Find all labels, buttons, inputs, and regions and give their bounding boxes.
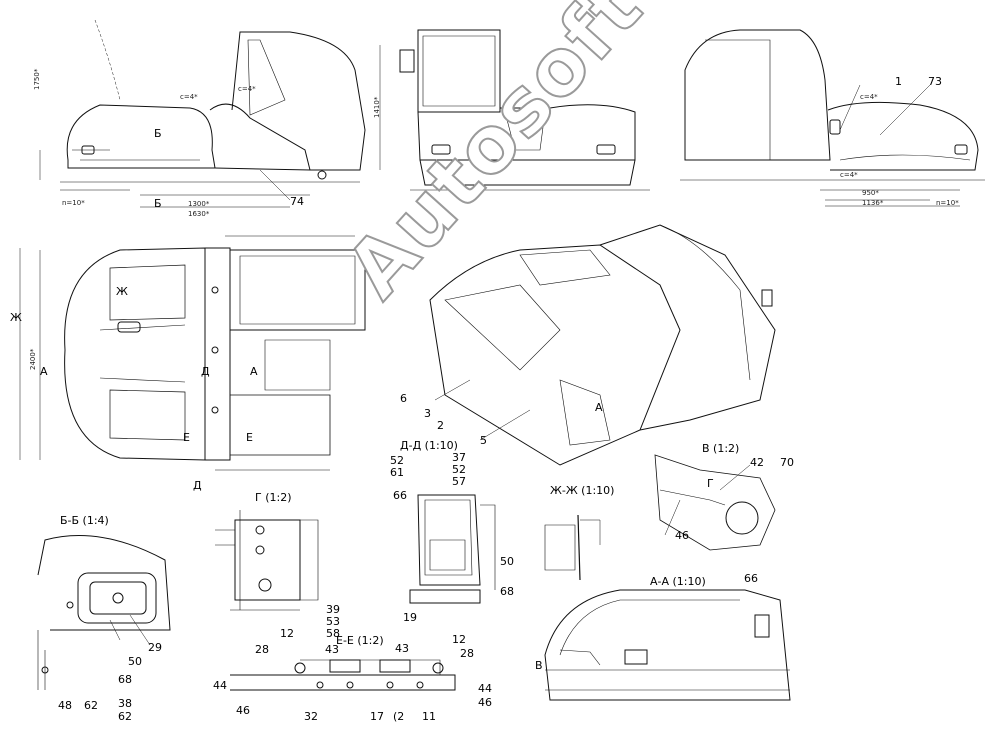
- callout-37: 37: [452, 451, 466, 464]
- detail-zhzh: [544, 514, 601, 581]
- dim-n10a: n=10*: [62, 199, 85, 207]
- view-letter-e1: Е: [183, 431, 190, 444]
- detail-v: [654, 454, 776, 551]
- callout-68a: 68: [500, 585, 514, 598]
- callout-70: 70: [780, 456, 794, 469]
- side-view-left: [39, 19, 381, 208]
- side-view-right: [680, 29, 985, 207]
- callout-29: 29: [148, 641, 162, 654]
- dim-n10b: n=10*: [936, 199, 959, 207]
- view-letter-v1: В: [535, 659, 543, 672]
- dim-2400: 2400*: [29, 348, 37, 370]
- dim-c4b: c=4*: [238, 85, 256, 93]
- view-letter-a3: А: [595, 401, 603, 414]
- callout-12b: 12: [452, 633, 466, 646]
- view-letter-zh2: Ж: [10, 311, 22, 324]
- dim-c4c: c=4*: [860, 93, 878, 101]
- section-title-g: Г (1:2): [255, 491, 292, 504]
- callout-44b: 44: [478, 682, 492, 695]
- detail-ee: [230, 659, 456, 691]
- view-letter-b1: Б: [154, 127, 162, 140]
- view-letter-a2: А: [250, 365, 258, 378]
- view-letter-zh1: Ж: [116, 285, 128, 298]
- callout-48: 48: [58, 699, 72, 712]
- callout-5: 5: [480, 434, 487, 447]
- callout-46b: 46: [236, 704, 250, 717]
- callout-53: 53: [326, 615, 340, 628]
- section-title-bb: Б-Б (1:4): [60, 514, 109, 527]
- section-title-dd: Д-Д (1:10): [400, 439, 458, 452]
- callout-28a: 28: [255, 643, 269, 656]
- dim-c4a: c=4*: [180, 93, 198, 101]
- dim-1300: 1300*: [188, 200, 210, 208]
- detail-aa: [544, 589, 791, 701]
- view-letter-g1: Г: [707, 477, 714, 490]
- callout-73: 73: [928, 75, 942, 88]
- callout-62a: 62: [84, 699, 98, 712]
- callout-12a: 12: [280, 627, 294, 640]
- callout-50b: 50: [128, 655, 142, 668]
- callout-66b: 66: [744, 572, 758, 585]
- callout-6: 6: [400, 392, 407, 405]
- dim-c4d: c=4*: [840, 171, 858, 179]
- callout-19: 19: [403, 611, 417, 624]
- callout-1: 1: [895, 75, 902, 88]
- callout-39: 39: [326, 603, 340, 616]
- view-letter-a1: А: [40, 365, 48, 378]
- callout-62b: 62: [118, 710, 132, 723]
- dim-1136: 1136*: [862, 199, 884, 207]
- callout-28b: 28: [460, 647, 474, 660]
- view-letter-e2: Е: [246, 431, 253, 444]
- section-title-aa: А-А (1:10): [650, 575, 706, 588]
- callout-2b: (2: [393, 710, 405, 723]
- front-view: [399, 29, 650, 191]
- callout-43b: 43: [395, 642, 409, 655]
- callout-11: 11: [422, 710, 436, 723]
- callout-2: 2: [437, 419, 444, 432]
- dim-1750: 1750*: [33, 68, 41, 90]
- view-letter-d1: Д: [201, 365, 210, 378]
- callout-57: 57: [452, 475, 466, 488]
- callout-61: 61: [390, 466, 404, 479]
- callout-3: 3: [424, 407, 431, 420]
- leader-lines: [109, 84, 931, 646]
- callout-42: 42: [750, 456, 764, 469]
- callout-50a: 50: [500, 555, 514, 568]
- callout-68b: 68: [118, 673, 132, 686]
- callout-46c: 46: [478, 696, 492, 709]
- callout-17: 17: [370, 710, 384, 723]
- dim-1630: 1630*: [188, 210, 210, 218]
- section-title-ee: Е-Е (1:2): [336, 634, 384, 647]
- section-title-zhzh: Ж-Ж (1:10): [550, 484, 615, 497]
- dim-950: 950*: [862, 189, 879, 197]
- dim-1410: 1410*: [373, 96, 381, 118]
- plan-view: [19, 235, 366, 471]
- callout-74: 74: [290, 195, 304, 208]
- callout-66a: 66: [393, 489, 407, 502]
- callout-43a: 43: [325, 643, 339, 656]
- callout-58: 58: [326, 627, 340, 640]
- view-letter-b2: Б: [154, 197, 162, 210]
- detail-bb: [37, 535, 171, 690]
- view-letter-d2: Д: [193, 479, 202, 492]
- detail-g: [215, 510, 319, 611]
- callout-52b: 52: [452, 463, 466, 476]
- isometric-view: [429, 224, 776, 466]
- section-title-v: В (1:2): [702, 442, 740, 455]
- callout-46a: 46: [675, 529, 689, 542]
- detail-dd: [409, 494, 496, 604]
- callout-38: 38: [118, 697, 132, 710]
- callout-32: 32: [304, 710, 318, 723]
- callout-52a: 52: [390, 454, 404, 467]
- callout-44a: 44: [213, 679, 227, 692]
